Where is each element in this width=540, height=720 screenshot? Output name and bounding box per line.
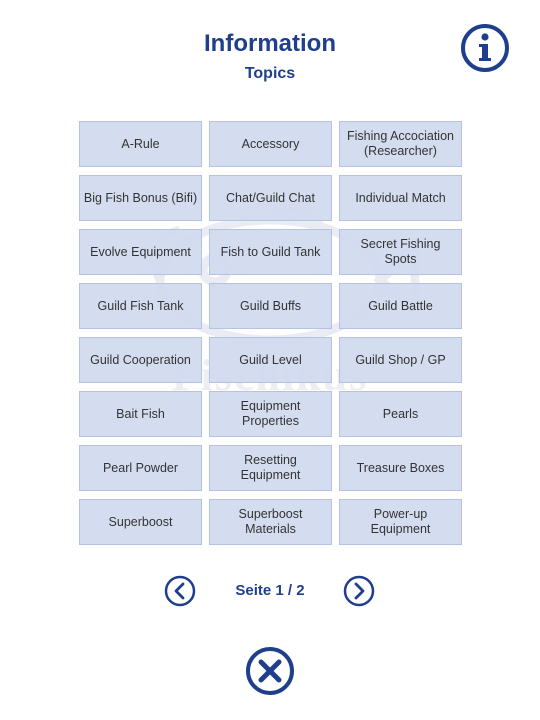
- topic-button-guild-fish-tank[interactable]: Guild Fish Tank: [79, 283, 202, 329]
- topic-button-evolve-equipment[interactable]: Evolve Equipment: [79, 229, 202, 275]
- chevron-left-icon: [164, 575, 196, 607]
- topic-button-secret-fishing-spots[interactable]: Secret Fishing Spots: [339, 229, 462, 275]
- info-button[interactable]: [460, 23, 510, 73]
- topic-button-guild-battle[interactable]: Guild Battle: [339, 283, 462, 329]
- topic-button-resetting-equipment[interactable]: Resetting Equipment: [209, 445, 332, 491]
- topic-button-superboost[interactable]: Superboost: [79, 499, 202, 545]
- topic-button-superboost-materials[interactable]: Superboost Materials: [209, 499, 332, 545]
- page-title: Information: [204, 30, 336, 57]
- topic-button-treasure-boxes[interactable]: Treasure Boxes: [339, 445, 462, 491]
- page-indicator: Seite 1 / 2: [235, 582, 305, 599]
- chevron-right-icon: [343, 575, 375, 607]
- topic-button-bait-fish[interactable]: Bait Fish: [79, 391, 202, 437]
- topic-button-fishing-association[interactable]: Fishing Accociation (Researcher): [339, 121, 462, 167]
- topic-button-a-rule[interactable]: A-Rule: [79, 121, 202, 167]
- topic-button-pearls[interactable]: Pearls: [339, 391, 462, 437]
- topic-button-equipment-properties[interactable]: Equipment Properties: [209, 391, 332, 437]
- topic-button-fish-to-guild-tank[interactable]: Fish to Guild Tank: [209, 229, 332, 275]
- info-icon: [461, 24, 509, 72]
- topics-grid: A-Rule Accessory Fishing Accociation (Re…: [79, 121, 462, 545]
- close-button[interactable]: [245, 646, 295, 696]
- page-subtitle: Topics: [244, 65, 296, 82]
- close-icon: [246, 647, 294, 695]
- previous-page-button[interactable]: [164, 575, 196, 607]
- topic-button-power-up-equipment[interactable]: Power-up Equipment: [339, 499, 462, 545]
- topic-button-guild-level[interactable]: Guild Level: [209, 337, 332, 383]
- next-page-button[interactable]: [343, 575, 375, 607]
- topic-button-pearl-powder[interactable]: Pearl Powder: [79, 445, 202, 491]
- topic-button-big-fish-bonus[interactable]: Big Fish Bonus (Bifi): [79, 175, 202, 221]
- topic-button-guild-shop[interactable]: Guild Shop / GP: [339, 337, 462, 383]
- topic-button-accessory[interactable]: Accessory: [209, 121, 332, 167]
- topic-button-individual-match[interactable]: Individual Match: [339, 175, 462, 221]
- topic-button-guild-buffs[interactable]: Guild Buffs: [209, 283, 332, 329]
- topic-button-chat-guild-chat[interactable]: Chat/Guild Chat: [209, 175, 332, 221]
- topic-button-guild-cooperation[interactable]: Guild Cooperation: [79, 337, 202, 383]
